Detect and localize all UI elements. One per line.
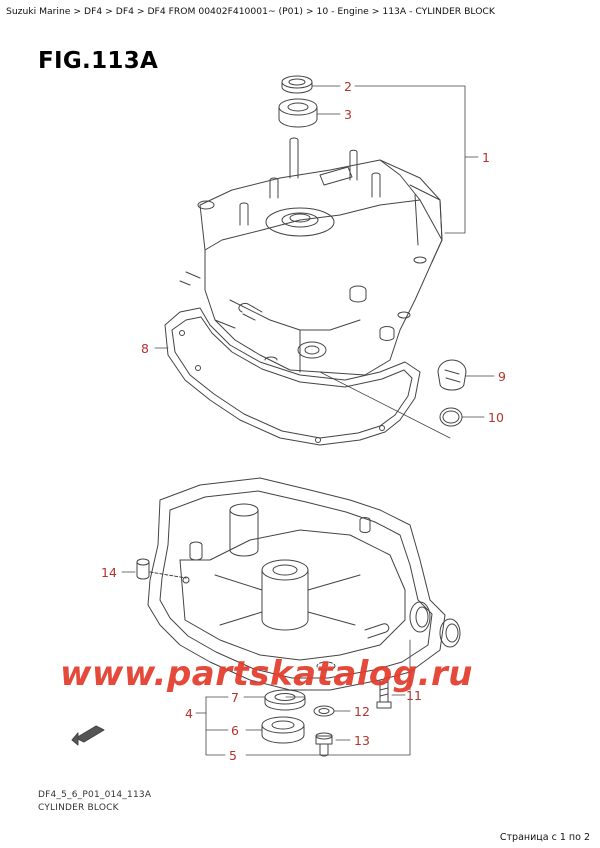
part-9-filler-cap bbox=[437, 359, 467, 391]
part-2-oil-seal bbox=[281, 75, 313, 94]
callout-11: 11 bbox=[406, 688, 422, 703]
diagram-code: DF4_5_6_P01_014_113A bbox=[38, 790, 152, 800]
callout-5: 5 bbox=[229, 748, 237, 763]
fwd-arrow-icon bbox=[71, 725, 105, 746]
part-14-dowel-pin bbox=[136, 558, 150, 580]
page-info: Страница с 1 по 2 bbox=[499, 832, 590, 843]
callout-12: 12 bbox=[354, 704, 370, 719]
watermark: www.partskatalog.ru bbox=[60, 654, 474, 694]
part-side-seal bbox=[439, 618, 461, 648]
callout-3: 3 bbox=[344, 107, 352, 122]
diagram-description: CYLINDER BLOCK bbox=[38, 803, 119, 813]
callout-13: 13 bbox=[354, 733, 370, 748]
breadcrumb: Suzuki Marine > DF4 > DF4 > DF4 FROM 004… bbox=[6, 6, 495, 17]
part-11-bolt bbox=[376, 679, 392, 709]
part-3-bearing bbox=[278, 98, 318, 128]
part-13-drain-plug bbox=[315, 732, 333, 757]
figure-title: FIG.113A bbox=[38, 48, 159, 74]
part-10-o-ring bbox=[439, 407, 463, 427]
callout-4: 4 bbox=[185, 706, 193, 721]
part-1-cylinder-block bbox=[179, 137, 443, 376]
part-12-washer bbox=[313, 705, 335, 717]
callout-8: 8 bbox=[141, 341, 149, 356]
part-8-gasket bbox=[164, 307, 421, 446]
callout-6: 6 bbox=[231, 723, 239, 738]
part-6-bearing bbox=[261, 716, 305, 744]
callout-14: 14 bbox=[101, 565, 117, 580]
callout-9: 9 bbox=[498, 369, 506, 384]
callout-7: 7 bbox=[231, 690, 239, 705]
callout-10: 10 bbox=[488, 410, 504, 425]
callout-1: 1 bbox=[482, 150, 490, 165]
callout-2: 2 bbox=[344, 79, 352, 94]
